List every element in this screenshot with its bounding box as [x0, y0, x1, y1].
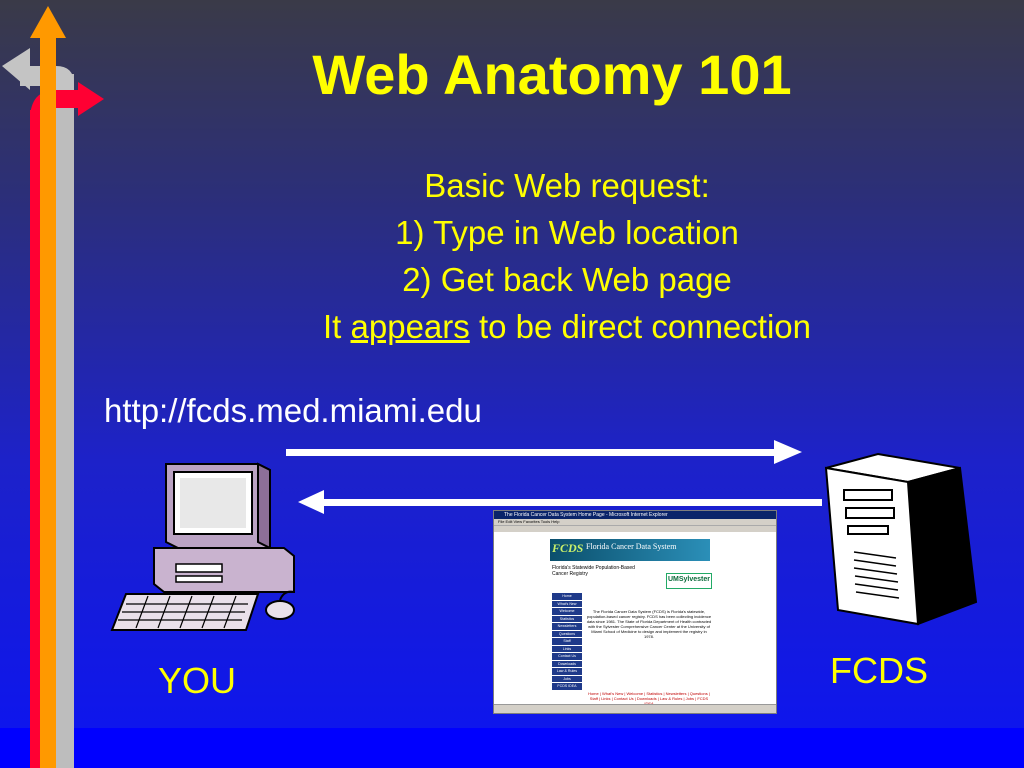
nav-item[interactable]: Questions [552, 630, 582, 637]
page-body-text: The Florida Cancer Data System (FCDS) is… [586, 609, 712, 639]
bullet-list: Basic Web request: 1) Type in Web locati… [200, 162, 934, 350]
bullet-line-1: Basic Web request: [424, 167, 710, 204]
gray-stem [56, 74, 74, 768]
browser-address-bar [494, 525, 776, 532]
request-arrow-icon [286, 440, 802, 464]
browser-title-bar: The Florida Cancer Data System Home Page… [494, 511, 776, 519]
footer-links[interactable]: Home | What's New | Welcome | Statistics… [588, 691, 710, 706]
nav-arrows-icon [2, 6, 104, 768]
nav-item[interactable]: Jobs [552, 675, 582, 682]
bullet-line-4: It appears to be direct connection [200, 303, 934, 350]
url-text: http://fcds.med.miami.edu [104, 392, 482, 429]
orange-stem [40, 30, 56, 768]
nav-item[interactable]: Staff [552, 638, 582, 645]
browser-page: FCDS Florida Cancer Data System Florida'… [494, 533, 776, 713]
bullet-line-4-post: to be direct connection [469, 308, 811, 345]
nav-item[interactable]: What's New [552, 600, 582, 607]
fcds-logo-text: Florida Cancer Data System [586, 542, 677, 551]
browser-nav: Home What's New Welcome Statistics Newsl… [552, 593, 582, 691]
browser-status-bar [494, 704, 776, 713]
nav-item[interactable]: Downloads [552, 660, 582, 667]
nav-item[interactable]: FCDS IDEA [552, 683, 582, 690]
nav-item[interactable]: Welcome [552, 608, 582, 615]
client-label: YOU [158, 660, 237, 701]
bullet-line-2: 1) Type in Web location [395, 214, 739, 251]
fcds-banner [550, 539, 710, 561]
browser-menu-bar: File Edit View Favorites Tools Help [494, 519, 776, 525]
orange-arrowhead [30, 6, 66, 38]
bullet-line-3: 2) Get back Web page [402, 261, 732, 298]
server-icon [824, 452, 978, 626]
partner-logo: UMSylvester [666, 573, 712, 589]
nav-item[interactable]: Newsletters [552, 623, 582, 630]
bottom-band [0, 728, 1024, 768]
server-label: FCDS [830, 650, 928, 691]
bullet-emphasis: appears [350, 308, 470, 345]
registry-text: Florida's Statewide Population-Based Can… [552, 565, 635, 577]
nav-item[interactable]: Home [552, 593, 582, 600]
nav-item[interactable]: Statistics [552, 615, 582, 622]
nav-item[interactable]: Contact Us [552, 653, 582, 660]
red-arrowhead [78, 82, 104, 116]
nav-item[interactable]: Law & Rules [552, 668, 582, 675]
bullet-line-4-pre: It [323, 308, 351, 345]
fcds-logo: FCDS [552, 541, 584, 555]
response-arrow-icon [298, 490, 822, 514]
gray-arrowhead [2, 48, 30, 90]
computer-icon [110, 462, 295, 631]
nav-item[interactable]: Links [552, 645, 582, 652]
slide-title: Web Anatomy 101 [312, 43, 792, 106]
browser-window: The Florida Cancer Data System Home Page… [493, 510, 777, 714]
